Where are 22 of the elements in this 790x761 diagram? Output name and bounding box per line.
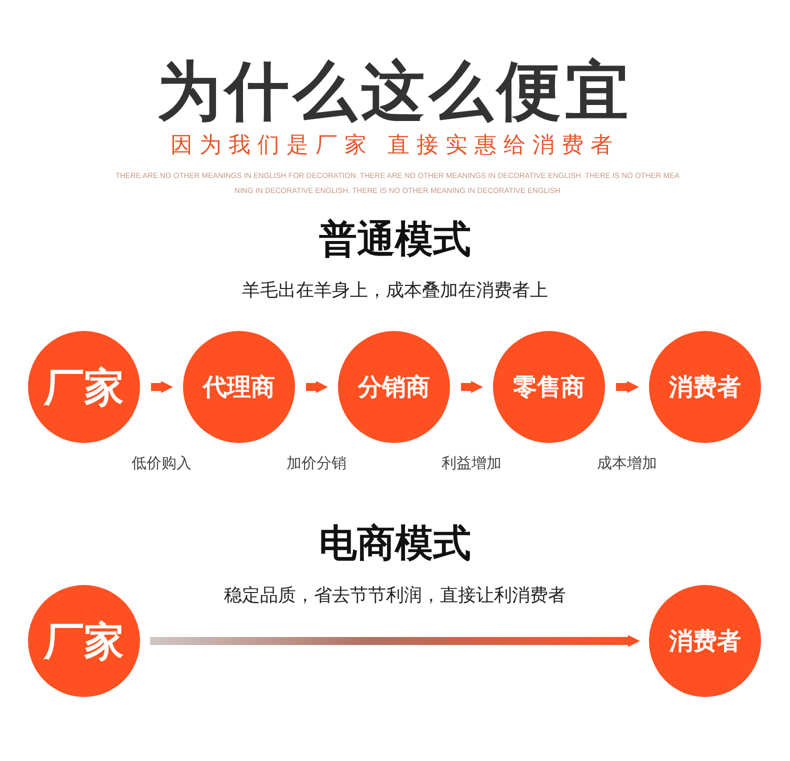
edge-label: 利益增加 xyxy=(442,454,502,473)
arrow xyxy=(616,381,639,393)
arrow xyxy=(151,381,173,393)
section-heading: 普通模式 xyxy=(318,216,472,263)
section-subtitle: 羊毛出在羊身上，成本叠加在消费者上 xyxy=(241,279,549,302)
section-heading: 电商模式 xyxy=(318,520,472,567)
section-subtitle: 稳定品质，省去节节利润，直接让利消费者 xyxy=(223,584,567,607)
circle-node: 厂家 xyxy=(28,585,140,697)
circle-node: 厂家 xyxy=(28,331,140,443)
edge-label: 成本增加 xyxy=(597,454,657,473)
edge-label: 加价分销 xyxy=(286,454,346,473)
circle-node: 代理商 xyxy=(183,331,295,443)
circle-node: 消费者 xyxy=(649,331,761,443)
circle-node: 分销商 xyxy=(338,331,450,443)
subtitle: 因为我们是厂家 直接实惠给消费者 xyxy=(170,132,620,160)
arrow xyxy=(306,381,328,393)
arrow xyxy=(461,381,483,393)
edge-label: 低价购入 xyxy=(132,454,192,473)
circle-node: 零售商 xyxy=(493,331,605,443)
arrow xyxy=(150,635,640,647)
title: 为什么这么便宜 xyxy=(156,54,634,131)
circle-node: 消费者 xyxy=(649,585,761,697)
